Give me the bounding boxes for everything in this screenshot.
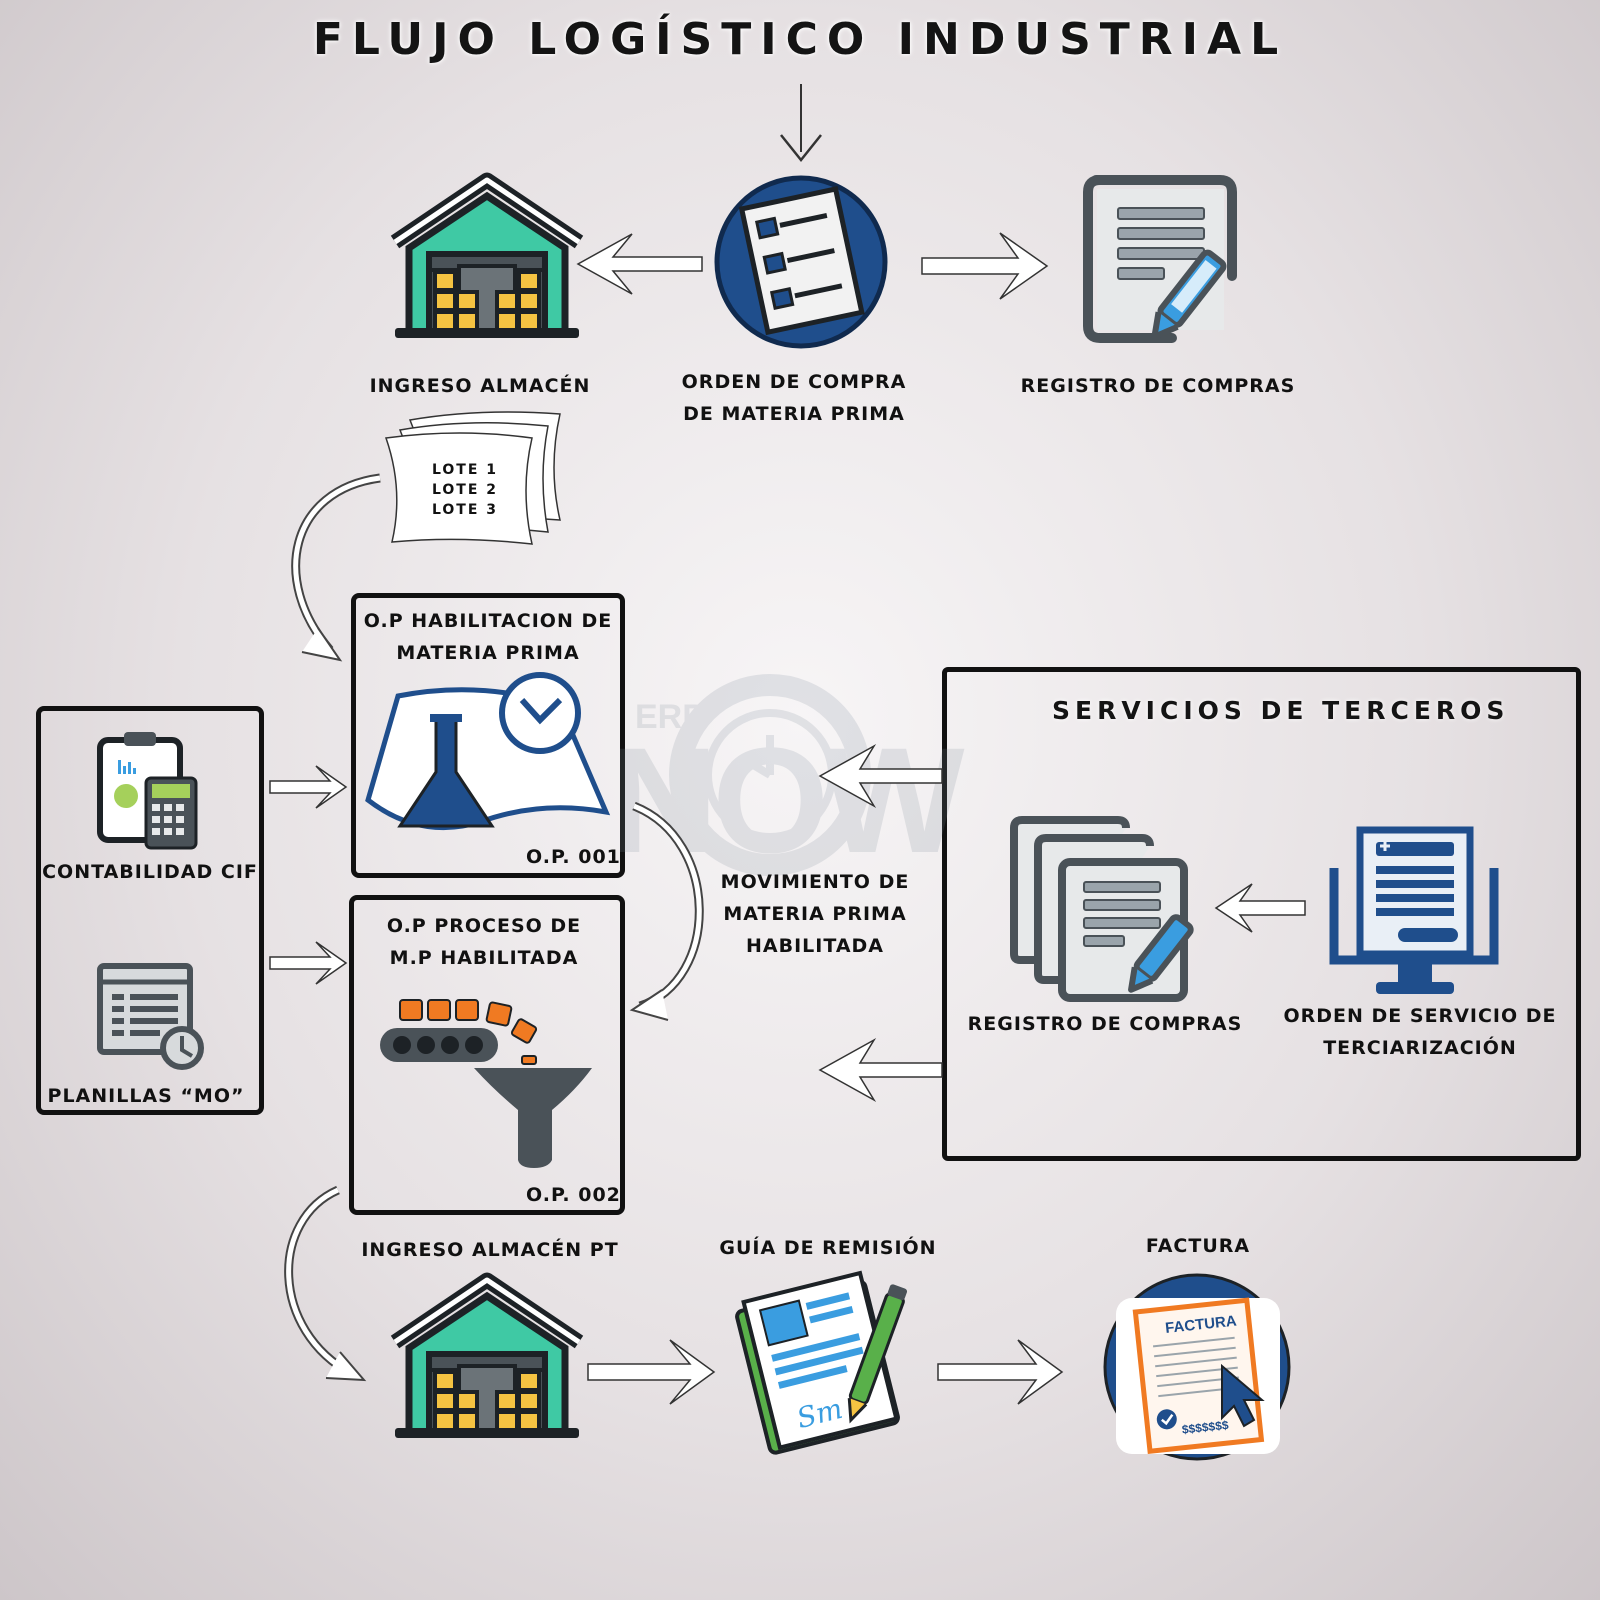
arrow-servicios-to-habilitacion — [818, 743, 943, 809]
arrow-orden-to-registro — [921, 232, 1049, 300]
op-habilitacion-box — [351, 593, 625, 878]
purchase-order-icon — [714, 175, 888, 349]
accounting-calculator-icon — [97, 732, 198, 850]
op-proceso-number: O.P. 002 — [526, 1184, 621, 1206]
diagram-title: FLUJO LOGÍSTICO INDUSTRIAL — [312, 14, 1288, 65]
warehouse-icon — [395, 180, 579, 338]
conveyor-funnel-icon — [380, 999, 592, 1168]
arrow-servicios-to-proceso — [818, 1037, 943, 1103]
left-panel-box — [36, 706, 264, 1115]
factura-label: FACTURA — [1145, 1235, 1251, 1257]
erp-now-watermark: ERP NOW — [610, 674, 971, 884]
orden-servicio-label-line1: ORDEN DE SERVICIO DE — [1283, 1005, 1557, 1027]
op-habilitacion-title-line2: MATERIA PRIMA — [396, 642, 580, 664]
orden-compra-label-line2: DE MATERIA PRIMA — [683, 403, 905, 425]
warehouse-pt-icon — [395, 1280, 579, 1438]
arrow-contabilidad-to-op — [269, 765, 348, 809]
movimiento-label-line2: MATERIA PRIMA — [723, 903, 907, 925]
invoice-icon: FACTURA $$$$$$$ — [1103, 1273, 1291, 1461]
arrow-almacen-pt-to-guia — [587, 1339, 716, 1405]
registro-compras-label: REGISTRO DE COMPRAS — [1020, 375, 1296, 397]
monitor-service-order-icon — [1329, 826, 1499, 994]
factura-amount: $$$$$$$ — [1181, 1418, 1229, 1437]
orden-compra-label-line1: ORDEN DE COMPRA — [681, 371, 907, 393]
payroll-clock-icon — [97, 963, 204, 1070]
lote-item: LOTE 1 — [431, 462, 499, 478]
arrow-orden-servicio-to-registro — [1214, 883, 1306, 933]
servicios-terceros-title: SERVICIOS DE TERCEROS — [1052, 696, 1510, 725]
ingreso-almacen-label: INGRESO ALMACÉN — [369, 375, 591, 397]
habilitacion-icon — [365, 672, 611, 831]
movimiento-label-line1: MOVIMIENTO DE — [720, 871, 910, 893]
planillas-mo-label: PLANILLAS “MO” — [47, 1085, 245, 1107]
guia-remision-label: GUÍA DE REMISIÓN — [719, 1237, 937, 1259]
servicios-terceros-box — [942, 667, 1581, 1161]
op-proceso-box — [349, 895, 625, 1215]
orden-servicio-label-line2: TERCIARIZACIÓN — [1323, 1037, 1517, 1059]
movimiento-label-line3: HABILITADA — [746, 935, 884, 957]
delivery-guide-icon: Sm — [735, 1270, 908, 1455]
watermark-now-text: NOW — [610, 716, 965, 884]
contabilidad-cif-label: CONTABILIDAD CIF — [42, 861, 258, 883]
document-pen-icon — [1088, 180, 1232, 344]
op-habilitacion-title-line1: O.P HABILITACION DE — [363, 610, 613, 632]
lotes-pages-icon — [384, 411, 561, 545]
stacked-documents-pen-icon — [1010, 816, 1194, 1002]
arrow-orden-to-almacen — [576, 233, 703, 295]
op-habilitacion-number: O.P. 001 — [526, 846, 621, 868]
watermark-erp-text: ERP — [635, 698, 705, 736]
lote-item: LOTE 2 — [431, 482, 499, 498]
op-proceso-title-line1: O.P PROCESO DE — [386, 915, 582, 937]
arrow-planillas-to-op — [269, 941, 348, 985]
lotes-list: LOTE 1 LOTE 2 LOTE 3 — [410, 460, 520, 520]
ingreso-almacen-pt-label: INGRESO ALMACÉN PT — [361, 1239, 619, 1261]
arrow-title-to-orden — [780, 84, 822, 163]
op-proceso-title-line2: M.P HABILITADA — [389, 947, 579, 969]
arrow-guia-to-factura — [937, 1339, 1064, 1405]
servicios-registro-label: REGISTRO DE COMPRAS — [967, 1013, 1243, 1035]
lote-item: LOTE 3 — [431, 502, 499, 518]
